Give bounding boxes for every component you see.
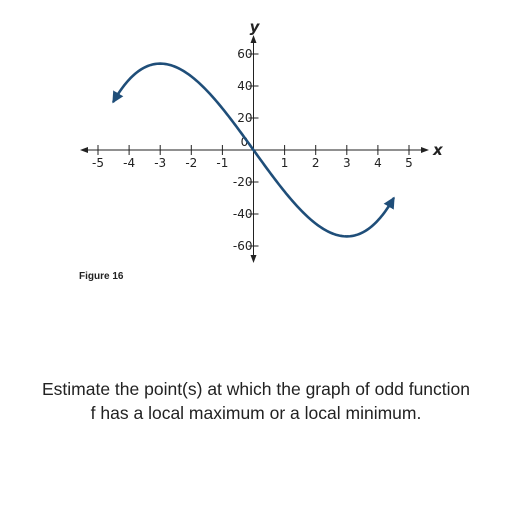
function-curve bbox=[112, 62, 395, 238]
x-tick-label: 3 bbox=[343, 156, 351, 170]
y-axis-arrow-down bbox=[250, 255, 257, 263]
x-axis-arrow-right bbox=[421, 147, 429, 153]
y-tick-label: -60 bbox=[233, 239, 253, 253]
x-tick-label: -1 bbox=[216, 156, 228, 170]
x-tick-label: 5 bbox=[405, 156, 413, 170]
x-tick-label: 4 bbox=[374, 156, 382, 170]
x-tick-label: 1 bbox=[281, 156, 289, 170]
question-text: Estimate the point(s) at which the graph… bbox=[0, 377, 512, 425]
x-axis-arrow-left bbox=[80, 147, 88, 153]
y-tick-label: -40 bbox=[233, 207, 253, 221]
question-line-1: Estimate the point(s) at which the graph… bbox=[41, 379, 471, 399]
x-tick-label: -5 bbox=[92, 156, 104, 170]
y-tick-label: -20 bbox=[233, 175, 253, 189]
question-line-2: f has a local maximum or a local minimum… bbox=[90, 403, 422, 423]
y-tick-label: 20 bbox=[237, 111, 252, 125]
y-tick-label: 40 bbox=[237, 79, 252, 93]
figure-caption: Figure 16 bbox=[79, 271, 124, 282]
axes bbox=[80, 35, 429, 263]
y-tick-label: 60 bbox=[237, 47, 252, 61]
y-axis-label: y bbox=[250, 18, 261, 36]
x-axis-label: x bbox=[432, 141, 444, 159]
x-tick-label: 2 bbox=[312, 156, 320, 170]
x-tick-label: -4 bbox=[123, 156, 135, 170]
x-tick-label: -2 bbox=[185, 156, 197, 170]
y-axis-arrow-up bbox=[250, 35, 257, 43]
x-tick-label: -3 bbox=[154, 156, 166, 170]
